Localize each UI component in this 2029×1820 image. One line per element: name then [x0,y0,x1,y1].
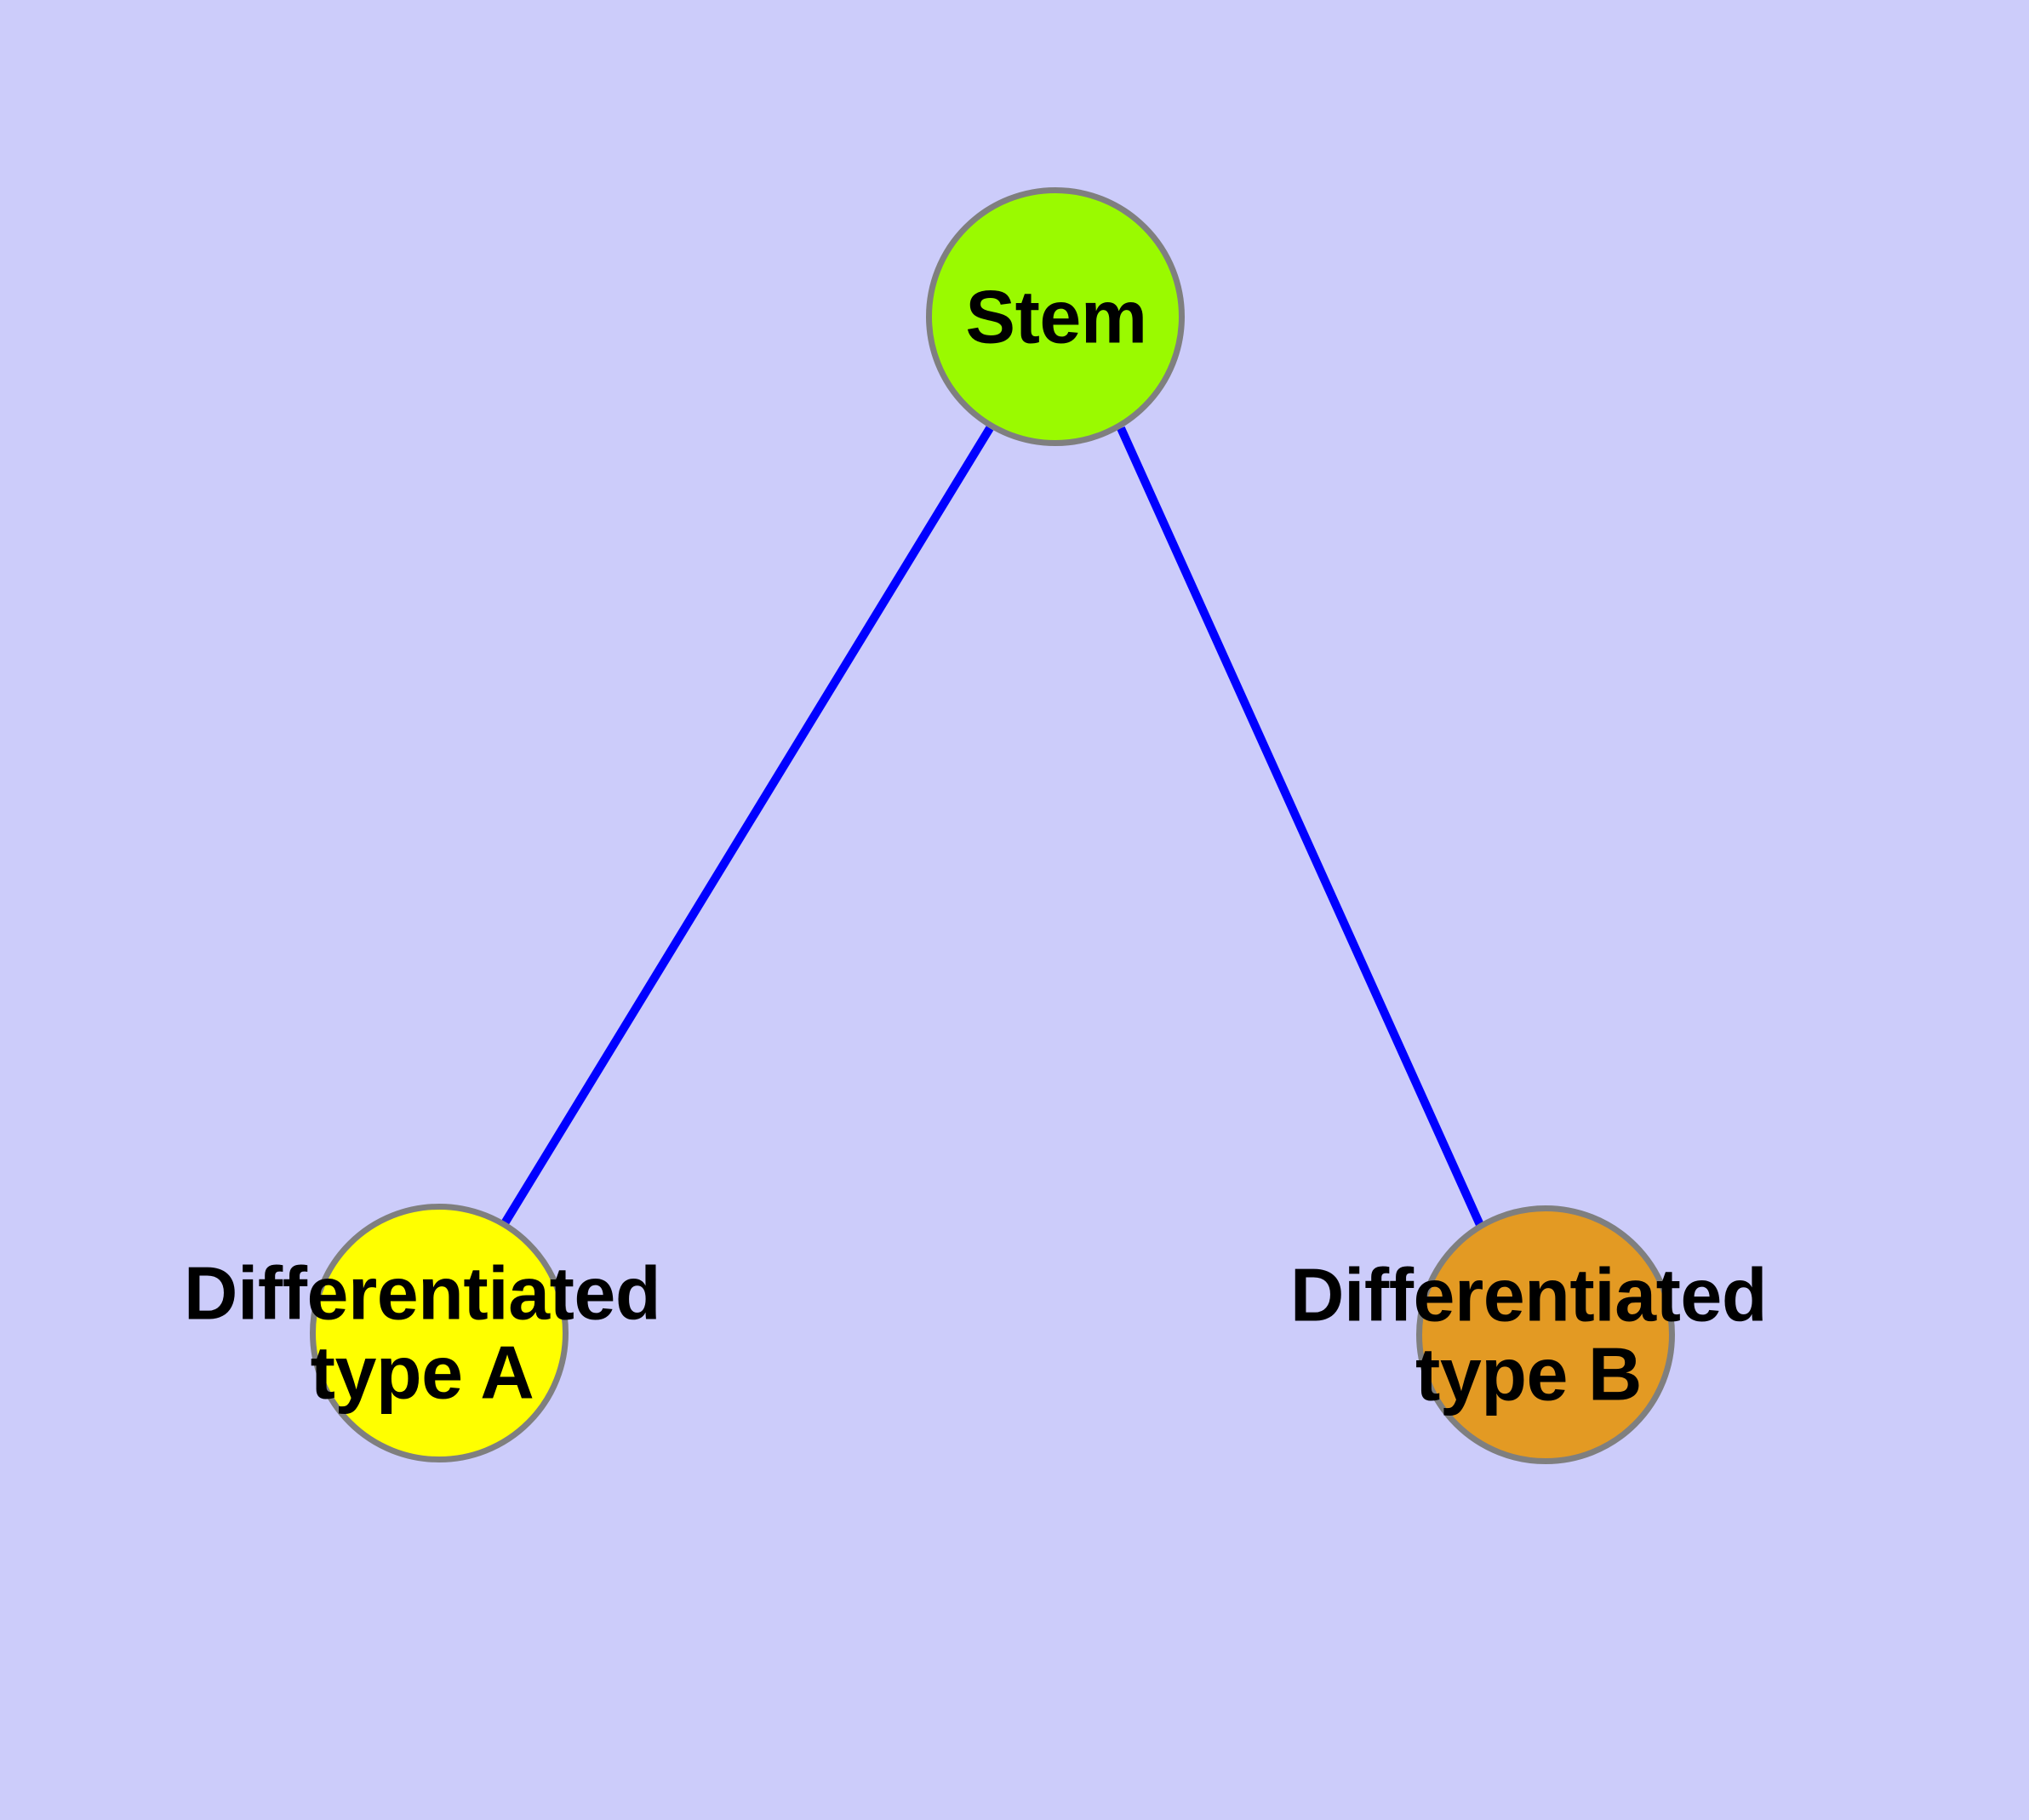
node-stem[interactable] [926,187,1185,446]
node-differentiated-type-a[interactable] [310,1204,569,1462]
edge-stem-to-differentiated-type-a[interactable] [500,426,994,1226]
node-differentiated-type-b[interactable] [1416,1205,1675,1464]
edge-stem-to-differentiated-type-b[interactable] [1117,426,1484,1228]
